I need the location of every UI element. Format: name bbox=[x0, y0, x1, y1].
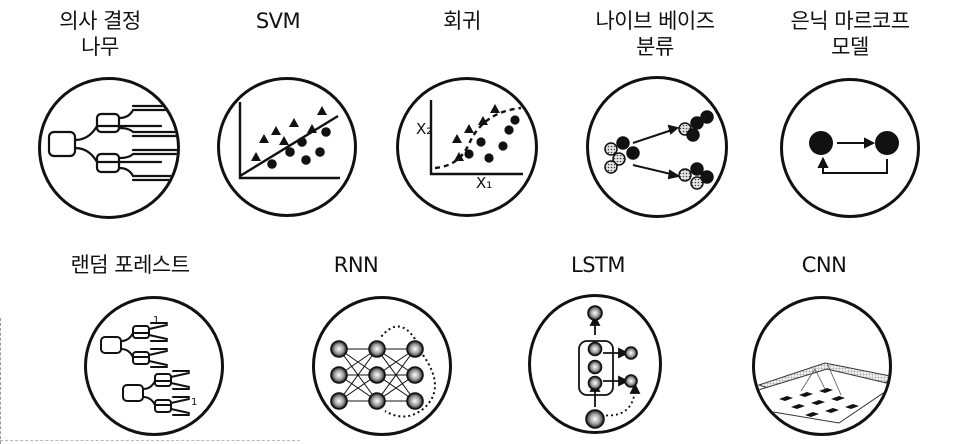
model-label: CNN bbox=[801, 253, 847, 277]
axis-label-y: X₂ bbox=[416, 120, 433, 138]
svg-text:1: 1 bbox=[153, 315, 159, 326]
model-label: 은닉 마르코프 모델 bbox=[790, 9, 910, 59]
model-label: 랜덤 포레스트 bbox=[70, 253, 190, 277]
naive-bayes-icon bbox=[586, 76, 728, 218]
model-label: 회귀 bbox=[443, 9, 481, 33]
model-label: LSTM bbox=[571, 253, 625, 277]
regression-plot-icon bbox=[396, 77, 538, 217]
model-label: RNN bbox=[333, 253, 379, 277]
rnn-network-icon bbox=[312, 296, 452, 436]
markov-chain-icon bbox=[780, 78, 920, 218]
decision-tree-icon bbox=[38, 77, 180, 219]
random-forest-icon: 1 1 bbox=[84, 296, 224, 436]
cnn-layers-icon bbox=[752, 296, 892, 436]
model-label: 의사 결정 나무 bbox=[59, 9, 141, 59]
model-label: SVM bbox=[255, 9, 301, 33]
axis-label-x: X₁ bbox=[476, 174, 493, 192]
svg-text:1: 1 bbox=[191, 397, 197, 408]
lstm-cell-icon bbox=[528, 294, 662, 434]
model-label: 나이브 베이즈 분류 bbox=[595, 9, 715, 59]
svm-scatter-icon bbox=[217, 77, 357, 217]
page-cut-line bbox=[0, 318, 1, 444]
page-cut-line-bottom bbox=[0, 440, 300, 441]
